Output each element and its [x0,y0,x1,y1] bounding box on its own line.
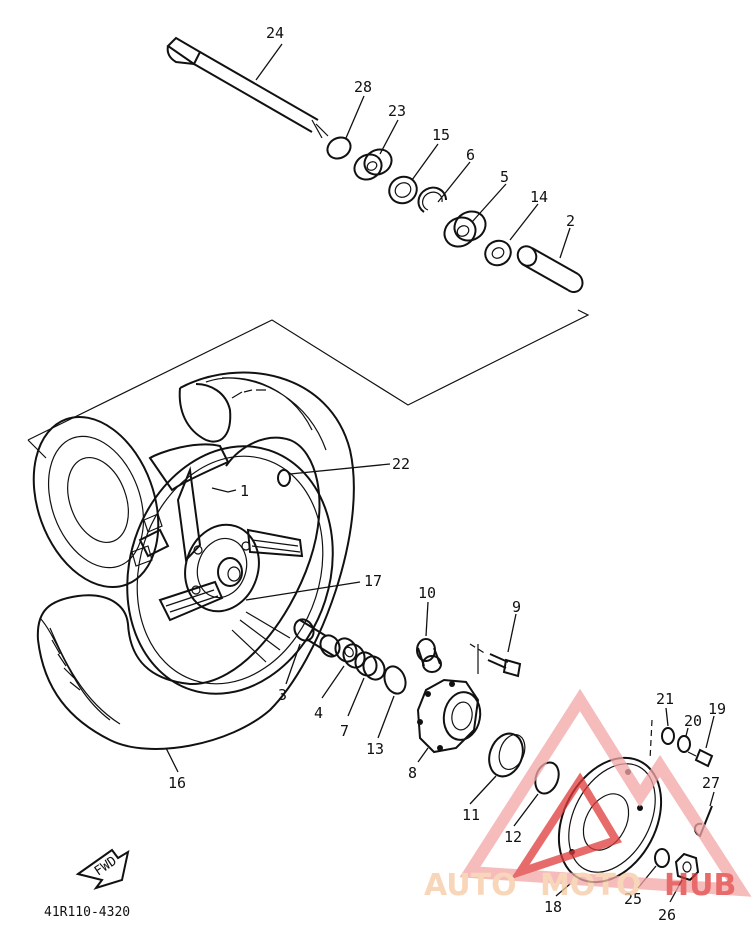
assembly-outline-2 [27,439,47,459]
label-27: 27 [702,774,720,792]
forward-badge-text: FWD [92,854,120,880]
bolt-19 [687,748,714,768]
forward-arrow-icon: FWD [75,848,130,890]
label-19: 19 [708,700,726,718]
label-21: 21 [656,690,674,708]
axle-part [166,36,329,139]
assembly-outline [27,309,590,441]
bushing-10 [416,638,442,673]
watermark-text-auto: AUTO [424,868,517,903]
label-9: 9 [512,598,521,616]
collar-7 [354,651,386,681]
label-1: 1 [240,482,249,500]
part-labels: 24 28 23 15 6 5 14 2 22 1 17 10 9 3 4 7 … [168,24,726,924]
circlip-6 [417,186,447,213]
label-4: 4 [314,704,323,722]
label-6: 6 [466,146,475,164]
label-14: 14 [530,188,548,206]
spacer-23 [353,148,393,181]
label-2: 2 [566,212,575,230]
bearing-14 [484,239,512,267]
label-5: 5 [500,168,509,186]
seal-11 [488,732,526,778]
label-11: 11 [462,806,480,824]
label-18: 18 [544,898,562,916]
nut-20 [677,735,691,753]
label-20: 20 [684,712,702,730]
label-22: 22 [392,455,410,473]
label-17: 17 [364,572,382,590]
oil-seal-15 [388,175,418,205]
watermark-triangle-icon [459,688,752,897]
hub-8 [416,678,482,754]
label-23: 23 [388,102,406,120]
bearing-5 [443,210,487,248]
part-code: 41R110-4320 [44,905,130,920]
label-13: 13 [366,740,384,758]
label-3: 3 [278,686,287,704]
fastener-line [649,719,653,761]
bolt-9 [469,643,522,678]
spacer-3 [293,618,341,658]
bearing-4 [334,637,366,669]
watermark-text-hub: HUB [664,868,736,903]
washer-25 [654,848,670,868]
label-24: 24 [266,24,284,42]
label-15: 15 [432,126,450,144]
label-28: 28 [354,78,372,96]
label-7: 7 [340,722,349,740]
watermark-text-moto: MOTO [540,868,641,903]
label-8: 8 [408,764,417,782]
nut-26 [674,852,700,882]
wheel-1 [32,415,334,695]
watermark-logo: AUTO MOTO HUB [424,688,752,903]
tire-16 [36,371,355,750]
o-ring-13 [383,665,407,695]
label-26: 26 [658,906,676,924]
label-25: 25 [624,890,642,908]
label-10: 10 [418,584,436,602]
label-16: 16 [168,774,186,792]
leader-lines [165,43,715,903]
washer-28 [326,136,352,160]
washer-21 [661,727,675,745]
collar-2 [516,245,584,293]
label-12: 12 [504,828,522,846]
